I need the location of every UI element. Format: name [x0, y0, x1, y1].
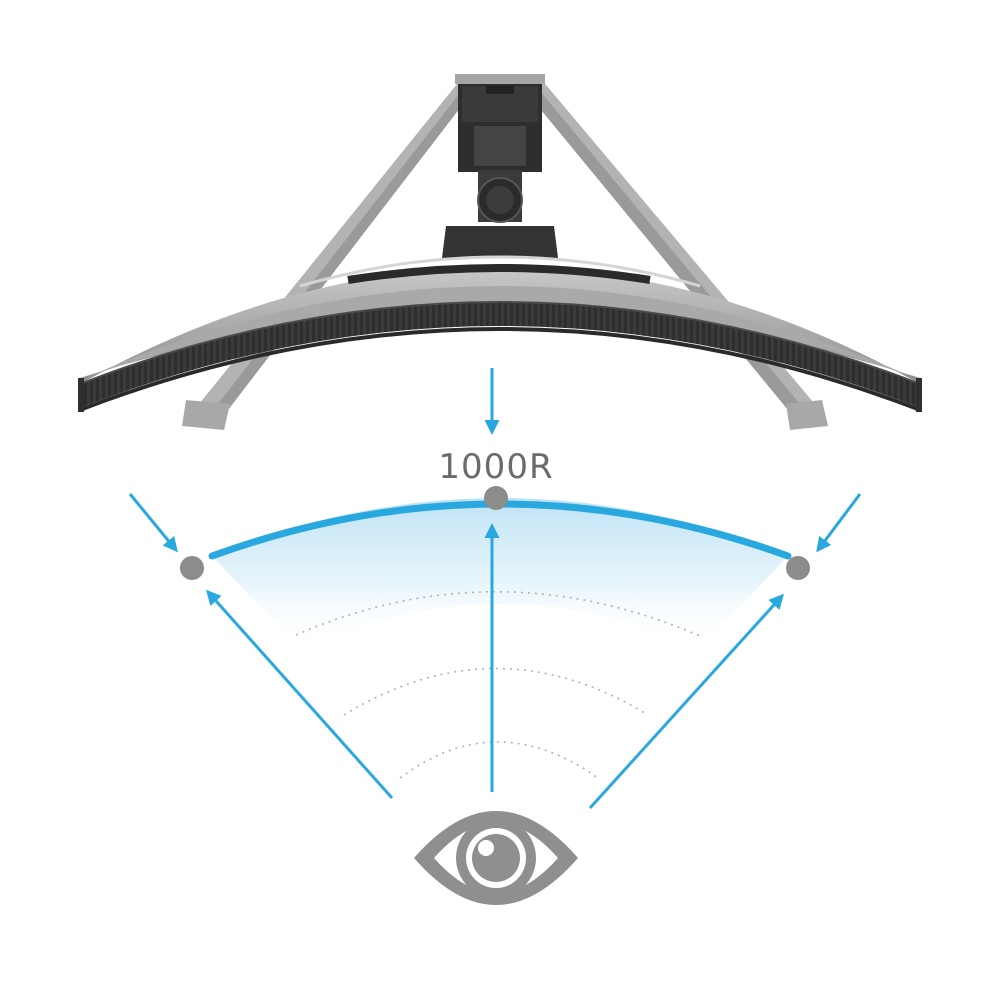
curvature-label: 1000R [438, 447, 553, 487]
left-sight-arrow [206, 589, 394, 799]
distance-arc-far [295, 591, 701, 637]
distance-arc-middle [343, 667, 649, 716]
left-marker [180, 556, 204, 580]
curvature-markers [180, 486, 810, 580]
right-edge-arrow [816, 493, 862, 553]
right-sight-arrow [588, 593, 785, 810]
left-edge-arrow [128, 493, 178, 553]
viewing-area-gradient [212, 498, 788, 648]
center-marker [484, 486, 508, 510]
curved-monitor-icon [78, 74, 922, 430]
sight-arrows [128, 368, 862, 810]
distance-arc-near [399, 741, 599, 779]
stand-column [442, 84, 558, 258]
right-marker [786, 556, 810, 580]
display-body [78, 255, 922, 412]
eye-icon [414, 811, 578, 905]
viewing-field [208, 498, 792, 779]
